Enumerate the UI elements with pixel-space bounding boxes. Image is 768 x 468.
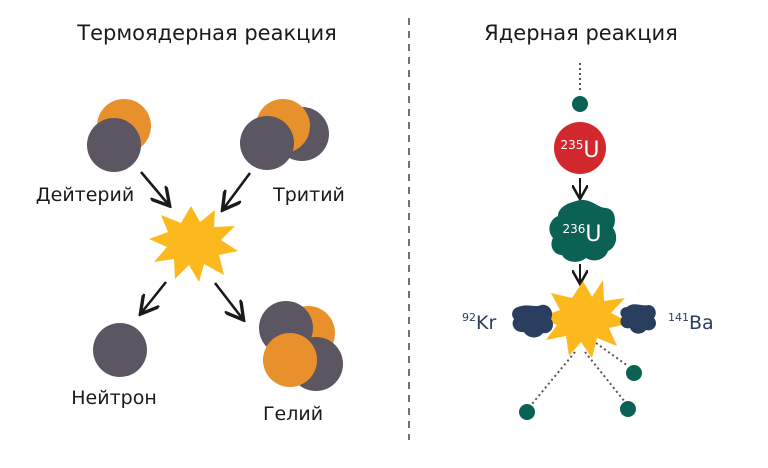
krypton-mass: 92 xyxy=(462,311,476,324)
free-neutron-fusion xyxy=(93,323,147,377)
neutron-trail-2 xyxy=(584,351,626,403)
uranium-235-symbol: U xyxy=(583,138,599,163)
fission-explosion-icon xyxy=(540,280,631,358)
deuterium-nucleus xyxy=(87,99,151,172)
helium-proton-2 xyxy=(263,333,317,387)
tritium-nucleus xyxy=(240,99,329,170)
fission-title: Ядерная реакция xyxy=(484,21,678,45)
uranium-236-nucleus xyxy=(549,199,617,262)
barium-fragment xyxy=(620,304,657,334)
barium-label: 141Ba xyxy=(668,311,714,334)
tritium-neutron-2 xyxy=(240,116,294,170)
helium-nucleus xyxy=(259,301,343,391)
barium-symbol: Ba xyxy=(689,312,714,334)
helium-label: Гелий xyxy=(263,403,323,425)
arrow-deuterium-to-fusion xyxy=(140,171,168,204)
arrow-fusion-to-neutron xyxy=(142,281,168,312)
uranium-236-label: 236U xyxy=(562,222,601,247)
tritium-label: Тритий xyxy=(272,184,345,206)
barium-mass: 141 xyxy=(668,311,689,324)
neutron-label: Нейтрон xyxy=(71,387,157,409)
uranium-236-symbol: U xyxy=(585,222,601,247)
deuterium-label: Дейтерий xyxy=(36,184,134,206)
emitted-neutron-2 xyxy=(620,401,636,417)
arrow-fusion-to-helium xyxy=(213,282,242,318)
krypton-fragment xyxy=(512,304,554,338)
incoming-neutron xyxy=(572,96,588,112)
fusion-title: Термоядерная реакция xyxy=(76,21,336,45)
neutron-trail-1 xyxy=(531,351,576,405)
emitted-neutron-3 xyxy=(626,365,642,381)
fusion-explosion-icon xyxy=(149,206,238,282)
krypton-label: 92Kr xyxy=(462,311,496,334)
uranium-235-mass: 235 xyxy=(560,138,583,152)
deuterium-neutron xyxy=(87,118,141,172)
neutron-trail-3 xyxy=(595,342,629,367)
arrow-tritium-to-fusion xyxy=(224,172,252,208)
uranium-236-mass: 236 xyxy=(562,222,585,236)
krypton-symbol: Kr xyxy=(476,312,496,334)
uranium-235-label: 235U xyxy=(560,138,599,163)
uranium-235-nucleus xyxy=(554,122,606,174)
emitted-neutron-1 xyxy=(519,404,535,420)
